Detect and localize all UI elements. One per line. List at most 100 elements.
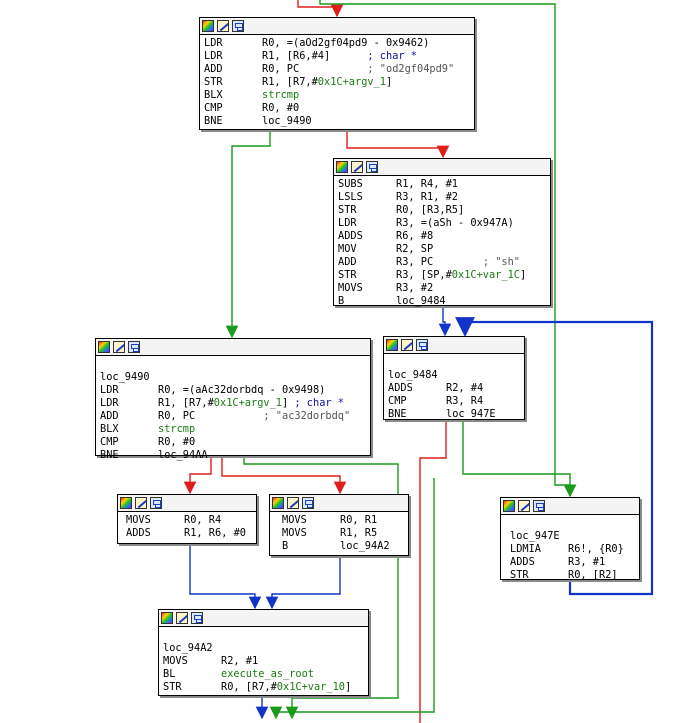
block-header bbox=[159, 610, 368, 627]
edge-true-exit bbox=[269, 478, 435, 720]
graph-icon[interactable] bbox=[150, 497, 162, 509]
graph-icon[interactable] bbox=[128, 341, 140, 353]
block-header bbox=[334, 159, 550, 176]
edit-icon[interactable] bbox=[176, 612, 188, 624]
block-label: loc_947E bbox=[510, 530, 560, 542]
color-icon[interactable] bbox=[120, 497, 132, 509]
graph-icon[interactable] bbox=[191, 612, 203, 624]
color-icon[interactable] bbox=[161, 612, 173, 624]
graph-icon[interactable] bbox=[533, 500, 545, 512]
color-icon[interactable] bbox=[386, 339, 398, 351]
block-label: loc_9490 bbox=[100, 371, 150, 383]
graph-icon[interactable] bbox=[232, 20, 244, 32]
edge-b2-b4 bbox=[438, 306, 452, 337]
color-icon[interactable] bbox=[336, 161, 348, 173]
edit-icon[interactable] bbox=[518, 500, 530, 512]
edge-b3-b6 bbox=[221, 456, 347, 495]
graph-icon[interactable] bbox=[302, 497, 314, 509]
block-header bbox=[501, 498, 639, 515]
block-header bbox=[200, 18, 474, 35]
edge-b6-b8 bbox=[265, 556, 341, 610]
block-header bbox=[270, 495, 408, 512]
edge-in-false bbox=[297, 0, 344, 18]
block-label: loc_9484 bbox=[388, 369, 438, 381]
edge-b5-b8 bbox=[189, 544, 262, 610]
edit-icon[interactable] bbox=[113, 341, 125, 353]
block-header bbox=[384, 337, 524, 354]
color-icon[interactable] bbox=[503, 500, 515, 512]
color-icon[interactable] bbox=[202, 20, 214, 32]
edge-b7-b4 bbox=[455, 317, 654, 596]
graph-icon[interactable] bbox=[366, 161, 378, 173]
edge-b1-b2 bbox=[346, 130, 450, 159]
edit-icon[interactable] bbox=[287, 497, 299, 509]
block-header bbox=[96, 339, 370, 356]
block-label: loc_94A2 bbox=[163, 642, 213, 654]
color-icon[interactable] bbox=[272, 497, 284, 509]
edge-b3-exit bbox=[243, 456, 399, 720]
edit-icon[interactable] bbox=[135, 497, 147, 509]
edge-b3-b5 bbox=[183, 456, 212, 495]
edge-b4-exit bbox=[419, 420, 447, 723]
graph-icon[interactable] bbox=[416, 339, 428, 351]
edit-icon[interactable] bbox=[351, 161, 363, 173]
edge-b4-b7 bbox=[462, 420, 577, 498]
block-header bbox=[118, 495, 256, 512]
edit-icon[interactable] bbox=[401, 339, 413, 351]
color-icon[interactable] bbox=[98, 341, 110, 353]
edge-b1-b3 bbox=[225, 130, 271, 339]
edit-icon[interactable] bbox=[217, 20, 229, 32]
